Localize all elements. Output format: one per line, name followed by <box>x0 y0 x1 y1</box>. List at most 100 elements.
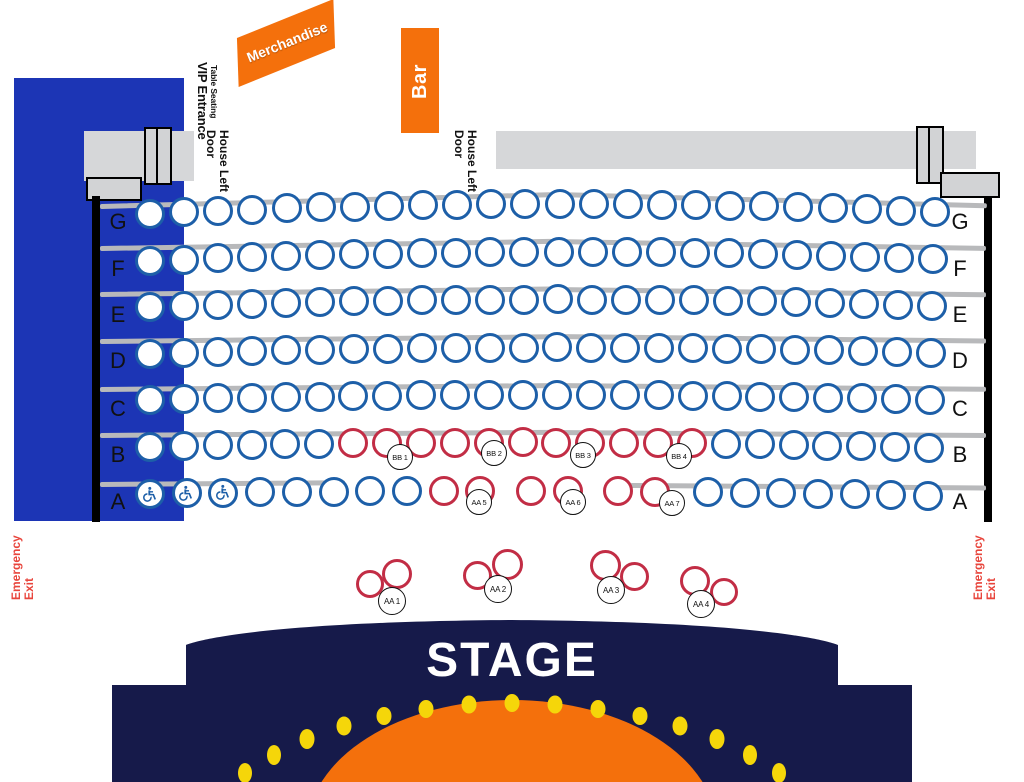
seat-E-24[interactable] <box>917 291 947 321</box>
table-marker-bb4[interactable]: BB 4 <box>666 443 692 469</box>
seat-C-18[interactable] <box>711 381 742 412</box>
seat-E-7[interactable] <box>339 286 369 317</box>
seat-B-19[interactable] <box>744 429 775 460</box>
seat-G-20[interactable] <box>783 192 814 223</box>
seat-E-21[interactable] <box>815 287 845 318</box>
seat-A-6[interactable] <box>318 476 349 507</box>
seat-G-16[interactable] <box>646 189 677 220</box>
seat-A-11[interactable] <box>516 475 546 506</box>
seat-C-7[interactable] <box>338 381 369 412</box>
table-marker-aa6[interactable]: AA 6 <box>560 489 586 515</box>
table-marker-aa7[interactable]: AA 7 <box>659 490 685 516</box>
table-seat-aa3-2[interactable] <box>620 562 649 591</box>
seat-D-21[interactable] <box>814 335 845 366</box>
house-left-door-left-panel-2[interactable] <box>156 127 172 185</box>
seat-G-14[interactable] <box>578 189 609 220</box>
seat-C-9[interactable] <box>406 380 437 411</box>
seat-B-6[interactable] <box>304 428 335 459</box>
seat-F-16[interactable] <box>645 237 676 268</box>
seat-G-24[interactable] <box>920 197 950 227</box>
seat-E-18[interactable] <box>713 285 743 316</box>
seat-G-9[interactable] <box>408 190 439 221</box>
seat-F-4[interactable] <box>237 242 268 273</box>
table-marker-aa1[interactable]: AA 1 <box>378 587 406 615</box>
seat-C-6[interactable] <box>304 381 335 412</box>
seat-D-16[interactable] <box>644 332 675 363</box>
seat-D-8[interactable] <box>372 333 403 364</box>
seat-B-18[interactable] <box>710 428 741 459</box>
seat-C-5[interactable] <box>270 382 301 413</box>
seat-F-19[interactable] <box>747 238 778 269</box>
table-marker-bb3[interactable]: BB 3 <box>570 442 596 468</box>
seat-D-19[interactable] <box>746 334 777 365</box>
seat-A-15[interactable] <box>692 477 723 508</box>
seat-F-17[interactable] <box>679 237 710 268</box>
seat-B-1[interactable] <box>135 432 165 462</box>
seat-D-5[interactable] <box>270 335 301 366</box>
seat-C-19[interactable] <box>745 381 776 412</box>
seat-E-3[interactable] <box>203 289 233 320</box>
seat-E-17[interactable] <box>679 285 709 316</box>
seat-A-8[interactable] <box>391 476 422 507</box>
seat-E-5[interactable] <box>271 287 301 318</box>
seat-D-11[interactable] <box>474 332 505 363</box>
seat-G-22[interactable] <box>851 194 882 225</box>
seat-C-23[interactable] <box>881 384 912 415</box>
seat-E-19[interactable] <box>747 286 777 317</box>
seat-G-6[interactable] <box>305 192 336 223</box>
table-seat-aa1-2[interactable] <box>382 559 412 589</box>
seat-F-15[interactable] <box>611 237 642 268</box>
seat-B-15[interactable] <box>609 427 640 458</box>
seat-G-4[interactable] <box>237 194 268 225</box>
seat-C-17[interactable] <box>677 380 708 411</box>
seat-D-17[interactable] <box>678 333 709 364</box>
seat-F-5[interactable] <box>271 241 302 272</box>
seat-A-20[interactable] <box>876 480 907 511</box>
seat-G-3[interactable] <box>203 195 234 226</box>
seat-F-12[interactable] <box>509 237 540 268</box>
table-marker-bb2[interactable]: BB 2 <box>481 440 507 466</box>
seat-G-10[interactable] <box>442 189 473 220</box>
seat-G-2[interactable] <box>169 197 200 228</box>
seat-F-2[interactable] <box>169 244 200 275</box>
seat-D-15[interactable] <box>610 332 641 363</box>
seat-A-13[interactable] <box>603 476 634 507</box>
seat-G-11[interactable] <box>476 189 507 220</box>
seat-F-1[interactable] <box>135 246 165 276</box>
seat-E-20[interactable] <box>781 287 811 318</box>
seat-G-8[interactable] <box>373 190 404 221</box>
seat-B-3[interactable] <box>202 430 233 461</box>
seat-E-9[interactable] <box>407 285 437 316</box>
seat-C-20[interactable] <box>779 382 810 413</box>
seat-A-17[interactable] <box>766 478 797 509</box>
seat-A-16[interactable] <box>729 477 760 508</box>
seat-G-18[interactable] <box>715 190 746 221</box>
seat-F-22[interactable] <box>849 241 880 272</box>
seat-C-14[interactable] <box>575 380 606 411</box>
seat-G-1[interactable] <box>135 199 165 229</box>
seat-C-13[interactable] <box>541 380 572 410</box>
seat-C-15[interactable] <box>609 380 640 411</box>
seat-F-21[interactable] <box>815 240 846 271</box>
accessible-seat-A-3[interactable] <box>208 477 239 508</box>
seat-B-21[interactable] <box>812 430 843 461</box>
seat-F-11[interactable] <box>475 237 506 268</box>
table-seat-aa2-2[interactable] <box>492 549 523 580</box>
seat-F-3[interactable] <box>203 243 234 274</box>
seat-B-20[interactable] <box>778 429 809 460</box>
seat-G-13[interactable] <box>544 188 575 219</box>
seat-C-22[interactable] <box>847 383 878 414</box>
seat-C-2[interactable] <box>168 384 199 415</box>
seat-D-2[interactable] <box>168 337 199 368</box>
seat-G-23[interactable] <box>885 195 916 226</box>
seat-E-4[interactable] <box>237 288 267 319</box>
seat-G-17[interactable] <box>681 189 712 220</box>
seat-B-4[interactable] <box>236 429 267 460</box>
seat-G-5[interactable] <box>271 193 302 224</box>
seat-E-6[interactable] <box>305 287 335 318</box>
seat-E-22[interactable] <box>849 288 879 319</box>
seat-F-23[interactable] <box>883 242 914 273</box>
table-marker-aa4[interactable]: AA 4 <box>687 590 715 618</box>
seat-F-6[interactable] <box>305 240 336 271</box>
